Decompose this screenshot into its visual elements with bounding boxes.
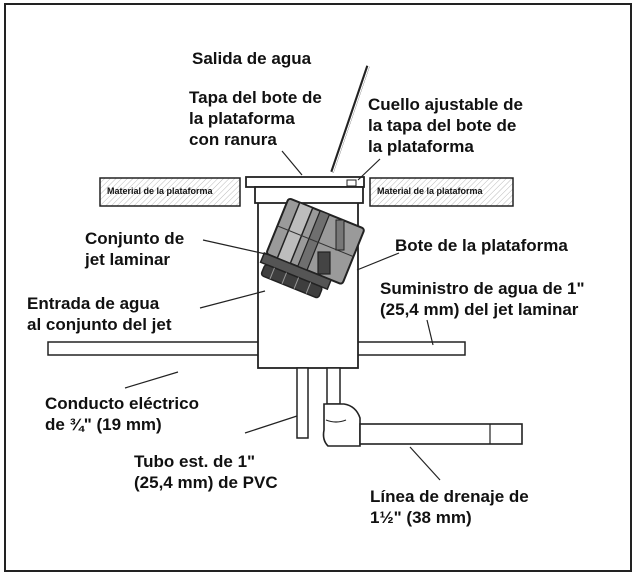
label-drain-line: Línea de drenaje de 1½" (38 mm) xyxy=(370,487,529,527)
water-stream xyxy=(330,65,370,173)
platform-material-right-box xyxy=(369,177,514,207)
label-water-supply: Suministro de agua de 1" (25,4 mm) del j… xyxy=(380,279,585,319)
electrical-conduit-pipe xyxy=(296,367,309,439)
jet-supply-fitting xyxy=(317,251,331,275)
label-electrical-conduit: Conducto eléctrico de ¾" (19 mm) xyxy=(45,394,199,434)
label-pvc-standpipe: Tubo est. de 1" (25,4 mm) de PVC xyxy=(134,452,278,492)
label-adjustable-collar: Cuello ajustable de la tapa del bote de … xyxy=(368,95,523,156)
leader-lines xyxy=(124,150,441,481)
label-platform-canister: Bote de la plataforma xyxy=(395,236,568,255)
pvc-standpipe-pipe xyxy=(326,367,341,405)
label-jet-assembly: Conjunto de jet laminar xyxy=(85,229,185,269)
drain-elbow xyxy=(322,403,361,447)
ground-slab-left xyxy=(47,341,261,356)
platform-material-left-box xyxy=(99,177,241,207)
ground-slab-right xyxy=(356,341,466,356)
label-water-inlet: Entrada de agua al conjunto del jet xyxy=(27,294,172,334)
label-platform-material-left: Material de la plataforma xyxy=(107,186,213,196)
drain-line-pipe xyxy=(359,423,523,445)
canister-lid xyxy=(245,176,365,188)
label-water-outlet: Salida de agua xyxy=(192,49,312,68)
label-slotted-lid: Tapa del bote de la plataforma con ranur… xyxy=(189,88,322,149)
canister-collar xyxy=(254,186,364,204)
label-platform-material-right: Material de la plataforma xyxy=(377,186,483,196)
